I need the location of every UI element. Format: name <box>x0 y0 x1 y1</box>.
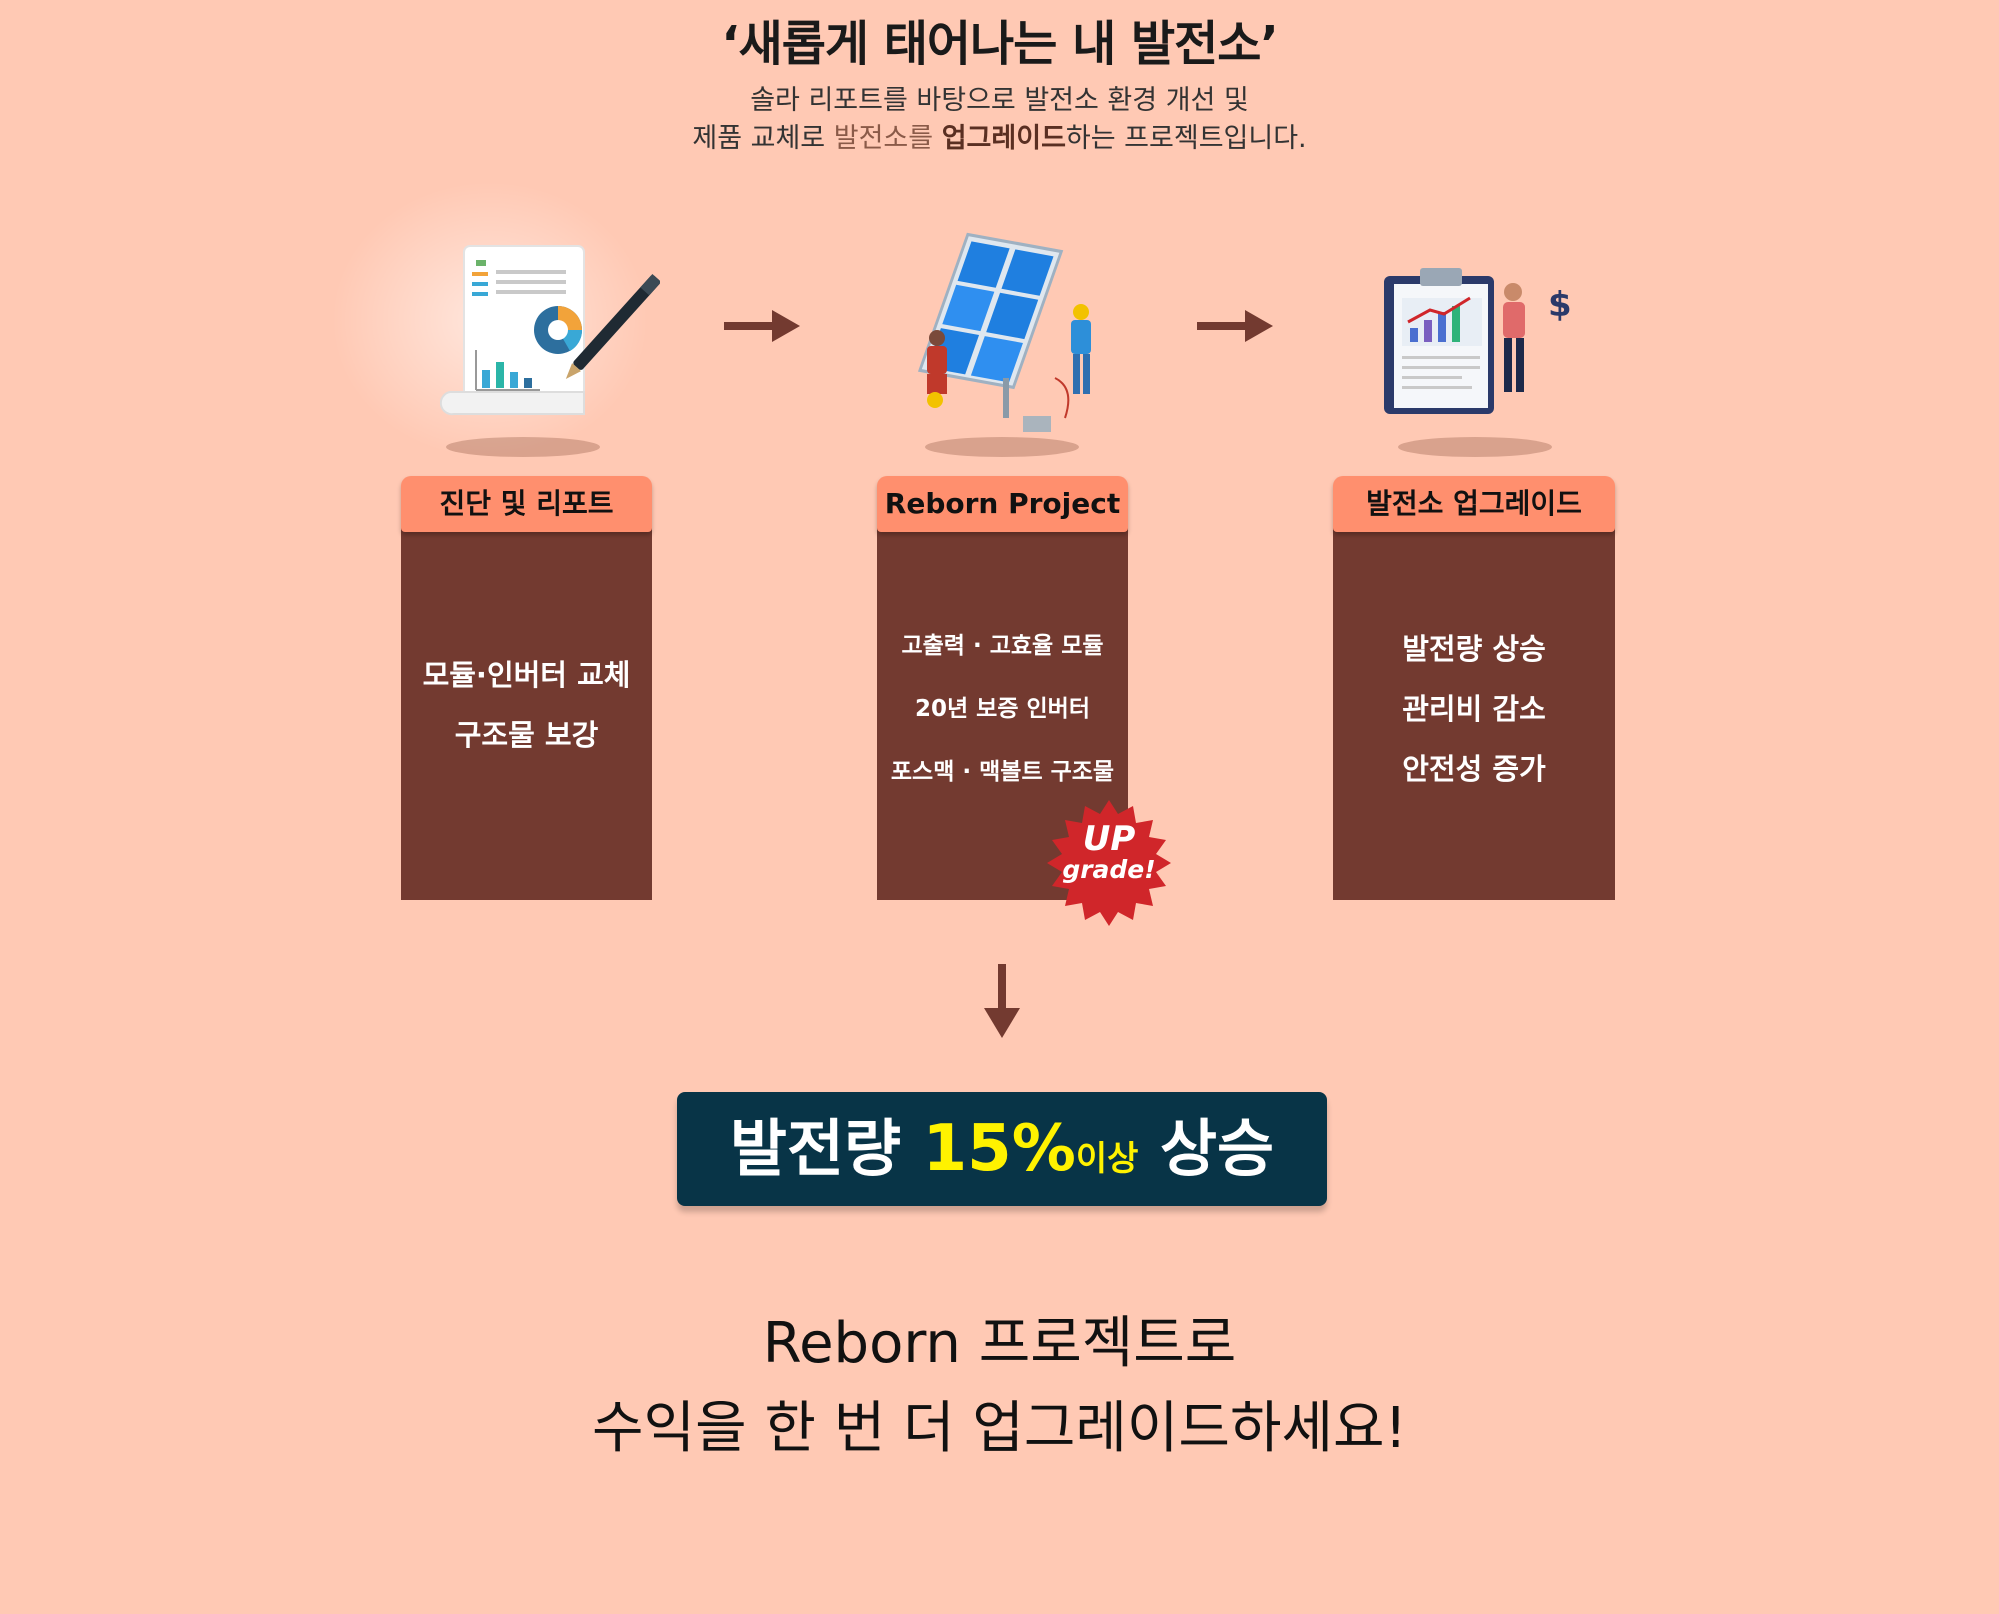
icon-shadow <box>446 437 600 457</box>
result-percent: 15% <box>922 1112 1076 1186</box>
subtitle-highlight-plant: 발전소를 <box>833 123 934 154</box>
step-line: 발전량 상승 <box>1402 632 1546 666</box>
step-tab-diagnosis: 진단 및 리포트 <box>401 476 652 532</box>
page-subtitle-line2: 제품 교체로 발전소를 업그레이드하는 프로젝트입니다. <box>0 116 1999 155</box>
badge-grade-text: grade! <box>1062 855 1156 884</box>
svg-text:$: $ <box>1548 285 1572 325</box>
solar-panel-workers-icon <box>917 232 1091 432</box>
result-banner: 발전량 15%이상 상승 <box>677 1092 1327 1206</box>
step-line: 포스맥 · 맥볼트 구조물 <box>890 759 1115 785</box>
step-tab-upgrade: 발전소 업그레이드 <box>1333 476 1615 532</box>
upgrade-badge: UP grade! <box>1044 798 1174 928</box>
step-box-upgrade <box>1333 500 1615 900</box>
step-line: 20년 보증 인버터 <box>915 696 1090 722</box>
subtitle-space <box>933 123 942 154</box>
subtitle-text-end: 하는 프로젝트입니다. <box>1065 123 1307 154</box>
step-line: 안전성 증가 <box>1402 752 1546 786</box>
subtitle-highlight-upgrade: 업그레이드 <box>941 123 1066 154</box>
starburst-icon <box>1047 800 1171 926</box>
closing-line1: Reborn 프로젝트로 <box>762 1311 1237 1376</box>
icon-shadow <box>925 437 1079 457</box>
step-line: 고출력 · 고효율 모듈 <box>901 633 1104 659</box>
icon-shadow <box>1398 437 1552 457</box>
closing-line2: 수익을 한 번 더 업그레이드하세요! <box>592 1396 1407 1461</box>
step-line: 구조물 보강 <box>454 718 599 752</box>
badge-up-text: UP <box>1082 819 1136 859</box>
arrow-down-icon <box>984 964 1020 1038</box>
step-tab-reborn: Reborn Project <box>877 476 1128 532</box>
result-above: 이상 <box>1075 1139 1139 1179</box>
subtitle-text: 제품 교체로 <box>692 123 834 154</box>
arrow-right-icon <box>724 310 800 342</box>
page-subtitle-line1: 솔라 리포트를 바탕으로 발전소 환경 개선 및 <box>750 85 1249 116</box>
report-document-icon <box>440 245 660 416</box>
result-text: 발전량 <box>729 1112 923 1185</box>
arrow-right-icon <box>1197 310 1273 342</box>
step-line: 모듈·인버터 교체 <box>422 658 631 692</box>
result-text-end: 상승 <box>1138 1112 1275 1185</box>
clipboard-growth-chart-icon: $ <box>1384 268 1572 414</box>
step-box-diagnosis <box>401 500 652 900</box>
page-title: ‘새롭게 태어나는 내 발전소’ <box>721 16 1278 72</box>
step-line: 관리비 감소 <box>1402 692 1546 726</box>
